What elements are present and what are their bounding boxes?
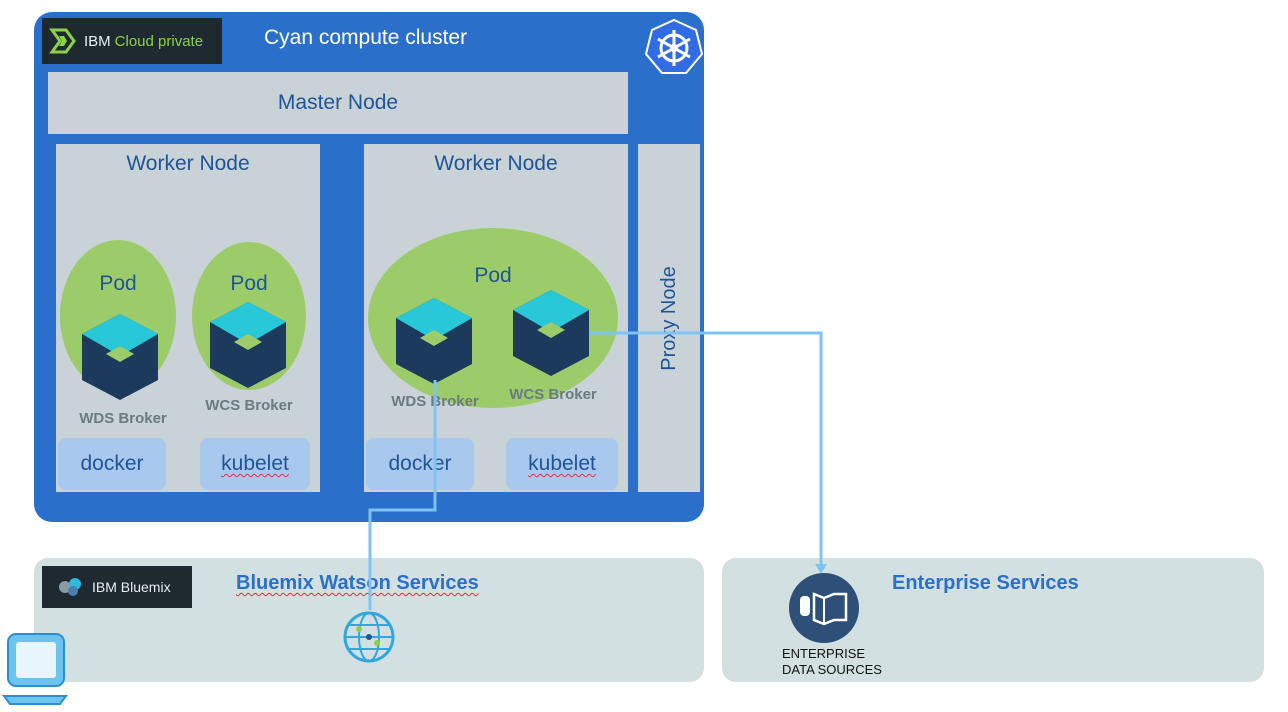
container-cube-icon <box>210 302 286 388</box>
wcs-broker-label-1: WCS Broker <box>205 397 293 414</box>
watson-globe-icon <box>343 611 395 663</box>
proxy-node <box>638 144 700 492</box>
bluemix-title: Bluemix Watson Services <box>236 572 479 595</box>
pod-1-label: Pod <box>99 272 137 295</box>
docker-chip-1: docker <box>58 438 166 490</box>
enterprise-data-sources-label: ENTERPRISE DATA SOURCES <box>782 646 882 677</box>
wds-to-watson-connector <box>368 380 437 610</box>
worker-node-1-title: Worker Node <box>126 152 250 175</box>
arrowhead-icon <box>815 564 827 574</box>
bluemix-brand: IBM Bluemix <box>92 579 171 595</box>
worker-node-2-title: Worker Node <box>434 152 558 175</box>
database-book-icon <box>789 573 859 643</box>
bluemix-title-text: Bluemix Watson Services <box>236 572 479 594</box>
wcs-to-enterprise-connector <box>590 331 823 568</box>
brand-cloud-private: Cloud private <box>114 32 204 50</box>
brand-ibm: IBM <box>84 32 111 50</box>
kubelet-chip-2: kubelet <box>506 438 618 490</box>
kubelet-chip-1: kubelet <box>200 438 310 490</box>
pod-3-label: Pod <box>474 264 512 287</box>
wcs-broker-label-2: WCS Broker <box>509 386 597 403</box>
ibm-bluemix-logo: IBM Bluemix <box>42 566 192 608</box>
container-cube-icon <box>396 298 472 384</box>
cluster-title: Cyan compute cluster <box>264 26 468 49</box>
kubelet-label-1: kubelet <box>221 452 289 475</box>
kubelet-label-2: kubelet <box>528 452 596 475</box>
master-node-label: Master Node <box>277 91 399 114</box>
bluemix-cube-icon <box>59 578 81 596</box>
monitor-icon <box>2 633 68 705</box>
container-cube-icon <box>82 314 158 400</box>
kubernetes-helm-icon <box>644 18 704 74</box>
master-node: Master Node <box>48 72 628 134</box>
pod-2-label: Pod <box>230 272 268 295</box>
docker-label-1: docker <box>80 452 144 475</box>
ibm-cloud-private-logo: IBM Cloud private <box>42 18 222 64</box>
enterprise-title: Enterprise Services <box>892 572 1079 594</box>
ibm-cloud-private-icon <box>49 28 76 54</box>
wds-broker-label-1: WDS Broker <box>79 410 167 427</box>
container-cube-icon <box>513 290 589 376</box>
